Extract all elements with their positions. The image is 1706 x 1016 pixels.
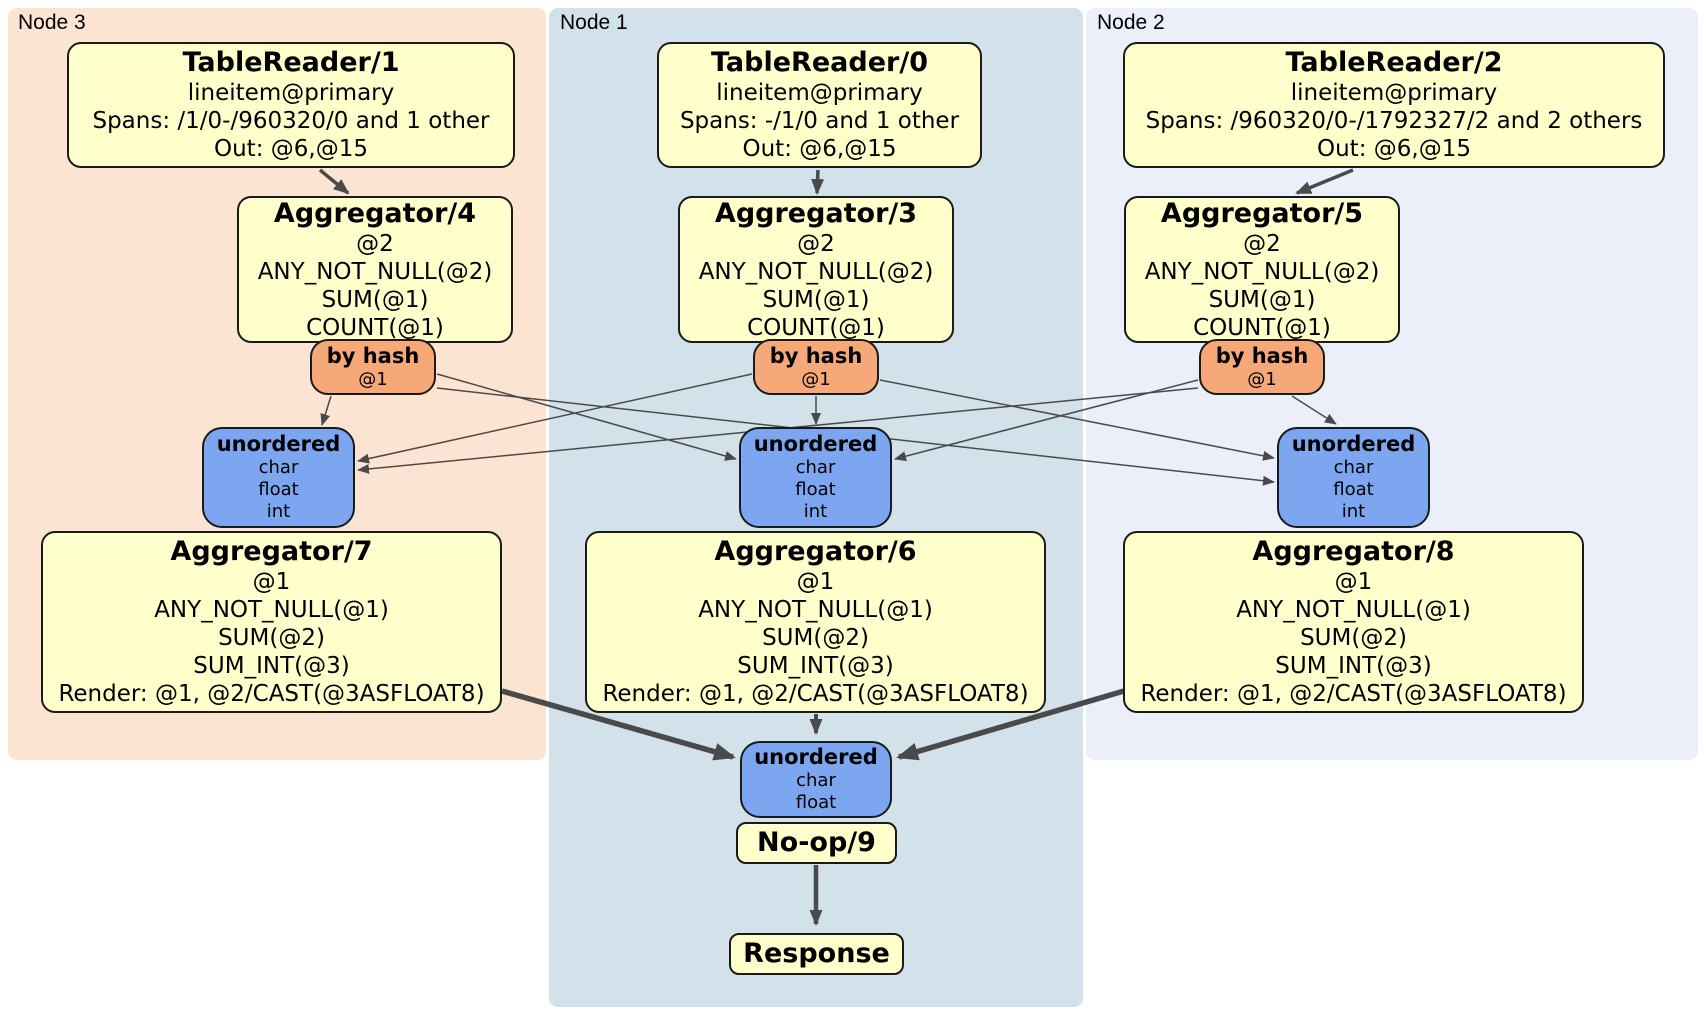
sync-detail: int bbox=[803, 501, 828, 522]
sync-unordered-final: unordered char float bbox=[740, 741, 892, 818]
processor-tablereader-0: TableReader/0 lineitem@primary Spans: -/… bbox=[657, 42, 982, 168]
router-title: by hash bbox=[769, 344, 863, 368]
router-by-hash-node2: by hash @1 bbox=[1199, 339, 1325, 395]
processor-detail: COUNT(@1) bbox=[747, 314, 885, 341]
sync-unordered-node3: unordered char float int bbox=[202, 427, 355, 528]
sync-title: unordered bbox=[753, 432, 878, 456]
processor-detail: SUM_INT(@3) bbox=[193, 653, 350, 679]
node3-label: Node 3 bbox=[18, 11, 86, 34]
processor-title: No-op/9 bbox=[757, 827, 876, 858]
router-by-hash-node1: by hash @1 bbox=[753, 339, 879, 395]
processor-detail: SUM(@2) bbox=[1300, 625, 1407, 651]
processor-response: Response bbox=[729, 933, 904, 975]
processor-detail: SUM(@1) bbox=[321, 286, 429, 313]
router-title: by hash bbox=[326, 344, 420, 368]
sync-detail: float bbox=[258, 479, 299, 500]
processor-detail: ANY_NOT_NULL(@1) bbox=[1236, 597, 1471, 623]
processor-detail: Spans: -/1/0 and 1 other bbox=[679, 108, 960, 134]
sync-detail: float bbox=[795, 792, 837, 813]
processor-detail: Spans: /1/0-/960320/0 and 1 other bbox=[92, 108, 490, 134]
sync-detail: int bbox=[266, 501, 291, 522]
processor-detail: Out: @6,@15 bbox=[742, 136, 897, 162]
processor-detail: SUM(@2) bbox=[218, 625, 325, 651]
processor-detail: ANY_NOT_NULL(@1) bbox=[698, 597, 933, 623]
processor-detail: SUM(@1) bbox=[762, 286, 870, 313]
processor-detail: ANY_NOT_NULL(@2) bbox=[698, 258, 934, 285]
processor-title: Aggregator/3 bbox=[714, 197, 918, 229]
processor-detail: SUM_INT(@3) bbox=[737, 653, 894, 679]
sync-title: unordered bbox=[1291, 432, 1416, 456]
processor-title: Aggregator/5 bbox=[1160, 197, 1364, 229]
processor-detail: @1 bbox=[796, 569, 835, 595]
processor-tablereader-1: TableReader/1 lineitem@primary Spans: /1… bbox=[67, 42, 515, 168]
processor-detail: COUNT(@1) bbox=[306, 314, 444, 341]
node2-label: Node 2 bbox=[1097, 11, 1165, 34]
processor-title: Aggregator/6 bbox=[714, 536, 917, 567]
sync-detail: float bbox=[795, 479, 836, 500]
sync-detail: char bbox=[258, 457, 299, 478]
processor-aggregator-6: Aggregator/6 @1 ANY_NOT_NULL(@1) SUM(@2)… bbox=[585, 531, 1046, 713]
processor-title: TableReader/0 bbox=[711, 47, 928, 78]
processor-detail: SUM_INT(@3) bbox=[1275, 653, 1432, 679]
processor-detail: ANY_NOT_NULL(@2) bbox=[1144, 258, 1380, 285]
processor-title: TableReader/1 bbox=[182, 47, 400, 78]
processor-title: Response bbox=[743, 938, 890, 969]
processor-detail: Out: @6,@15 bbox=[1317, 136, 1471, 162]
processor-detail: @1 bbox=[252, 569, 291, 595]
processor-detail: ANY_NOT_NULL(@1) bbox=[154, 597, 389, 623]
router-title: by hash bbox=[1215, 344, 1309, 368]
sync-detail: char bbox=[796, 770, 836, 791]
sync-title: unordered bbox=[216, 432, 341, 456]
processor-aggregator-7: Aggregator/7 @1 ANY_NOT_NULL(@1) SUM(@2)… bbox=[41, 531, 502, 713]
sync-title: unordered bbox=[754, 745, 878, 769]
processor-detail: lineitem@primary bbox=[187, 80, 395, 106]
processor-detail: @2 bbox=[356, 230, 394, 257]
processor-detail: @2 bbox=[1243, 230, 1281, 257]
processor-title: TableReader/2 bbox=[1285, 47, 1503, 78]
processor-aggregator-8: Aggregator/8 @1 ANY_NOT_NULL(@1) SUM(@2)… bbox=[1123, 531, 1584, 713]
processor-detail: Spans: /960320/0-/1792327/2 and 2 others bbox=[1145, 108, 1643, 134]
processor-title: Aggregator/7 bbox=[170, 536, 373, 567]
processor-detail: lineitem@primary bbox=[1290, 80, 1498, 106]
sync-detail: float bbox=[1333, 479, 1374, 500]
processor-detail: lineitem@primary bbox=[716, 80, 923, 106]
processor-detail: ANY_NOT_NULL(@2) bbox=[257, 258, 493, 285]
sync-unordered-node1: unordered char float int bbox=[739, 427, 892, 528]
sync-detail: char bbox=[1333, 457, 1374, 478]
processor-detail: Render: @1, @2/CAST(@3ASFLOAT8) bbox=[602, 681, 1029, 707]
processor-detail: SUM(@2) bbox=[762, 625, 869, 651]
processor-title: Aggregator/4 bbox=[273, 197, 477, 229]
processor-aggregator-5: Aggregator/5 @2 ANY_NOT_NULL(@2) SUM(@1)… bbox=[1124, 196, 1400, 343]
processor-aggregator-3: Aggregator/3 @2 ANY_NOT_NULL(@2) SUM(@1)… bbox=[678, 196, 954, 343]
processor-detail: COUNT(@1) bbox=[1193, 314, 1331, 341]
processor-aggregator-4: Aggregator/4 @2 ANY_NOT_NULL(@2) SUM(@1)… bbox=[237, 196, 513, 343]
sync-unordered-node2: unordered char float int bbox=[1277, 427, 1430, 528]
router-detail: @1 bbox=[801, 369, 831, 390]
router-detail: @1 bbox=[358, 369, 388, 390]
processor-title: Aggregator/8 bbox=[1252, 536, 1455, 567]
router-detail: @1 bbox=[1247, 369, 1277, 390]
sync-detail: int bbox=[1341, 501, 1366, 522]
processor-detail: Out: @6,@15 bbox=[214, 136, 368, 162]
processor-detail: Render: @1, @2/CAST(@3ASFLOAT8) bbox=[1140, 681, 1567, 707]
processor-noop-9: No-op/9 bbox=[736, 822, 897, 864]
processor-detail: SUM(@1) bbox=[1208, 286, 1316, 313]
node1-label: Node 1 bbox=[560, 11, 628, 34]
processor-tablereader-2: TableReader/2 lineitem@primary Spans: /9… bbox=[1123, 42, 1665, 168]
processor-detail: Render: @1, @2/CAST(@3ASFLOAT8) bbox=[58, 681, 485, 707]
processor-detail: @1 bbox=[1334, 569, 1373, 595]
sync-detail: char bbox=[795, 457, 836, 478]
router-by-hash-node3: by hash @1 bbox=[310, 339, 436, 395]
processor-detail: @2 bbox=[797, 230, 835, 257]
